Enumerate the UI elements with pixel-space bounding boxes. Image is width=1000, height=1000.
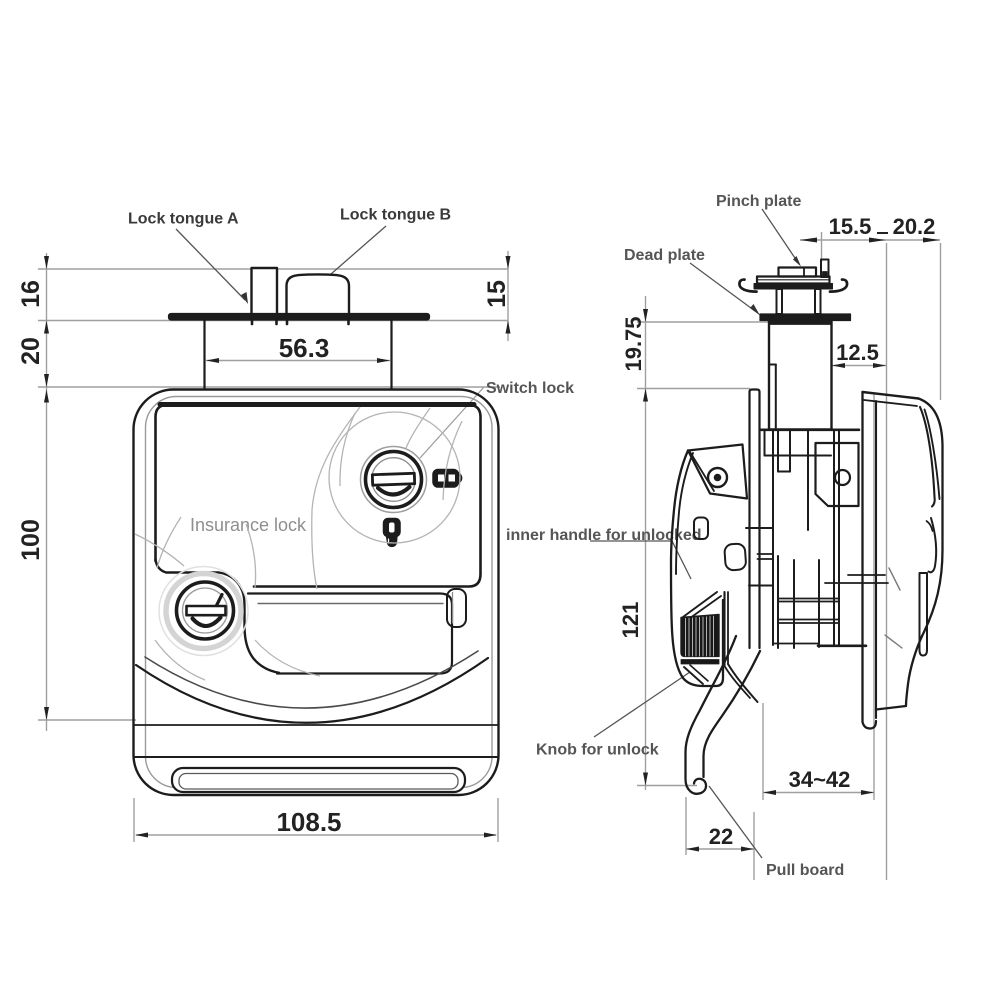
svg-text:Lock tongue A: Lock tongue A bbox=[128, 211, 239, 228]
svg-text:56.3: 56.3 bbox=[279, 333, 330, 363]
svg-text:20.2: 20.2 bbox=[893, 214, 936, 239]
svg-text:Lock tongue B: Lock tongue B bbox=[340, 207, 451, 224]
svg-text:121: 121 bbox=[618, 602, 643, 639]
svg-text:15: 15 bbox=[483, 280, 511, 308]
svg-text:Switch lock: Switch lock bbox=[486, 380, 574, 397]
svg-text:inner handle for unlocked: inner handle for unlocked bbox=[506, 527, 702, 544]
svg-text:12.5: 12.5 bbox=[836, 340, 879, 365]
svg-text:100: 100 bbox=[17, 519, 45, 561]
svg-text:Insurance lock: Insurance lock bbox=[190, 515, 307, 535]
svg-text:16: 16 bbox=[17, 280, 45, 308]
svg-text:15.5: 15.5 bbox=[829, 214, 872, 239]
svg-text:Dead plate: Dead plate bbox=[624, 247, 705, 264]
svg-text:22: 22 bbox=[709, 824, 733, 849]
svg-text:Pinch plate: Pinch plate bbox=[716, 193, 801, 210]
svg-text:Knob for unlock: Knob for unlock bbox=[536, 742, 659, 759]
svg-text:20: 20 bbox=[17, 337, 45, 365]
svg-text:108.5: 108.5 bbox=[276, 807, 341, 837]
svg-text:34~42: 34~42 bbox=[789, 767, 851, 792]
svg-text:Pull board: Pull board bbox=[766, 862, 844, 879]
svg-text:19.75: 19.75 bbox=[621, 316, 646, 371]
